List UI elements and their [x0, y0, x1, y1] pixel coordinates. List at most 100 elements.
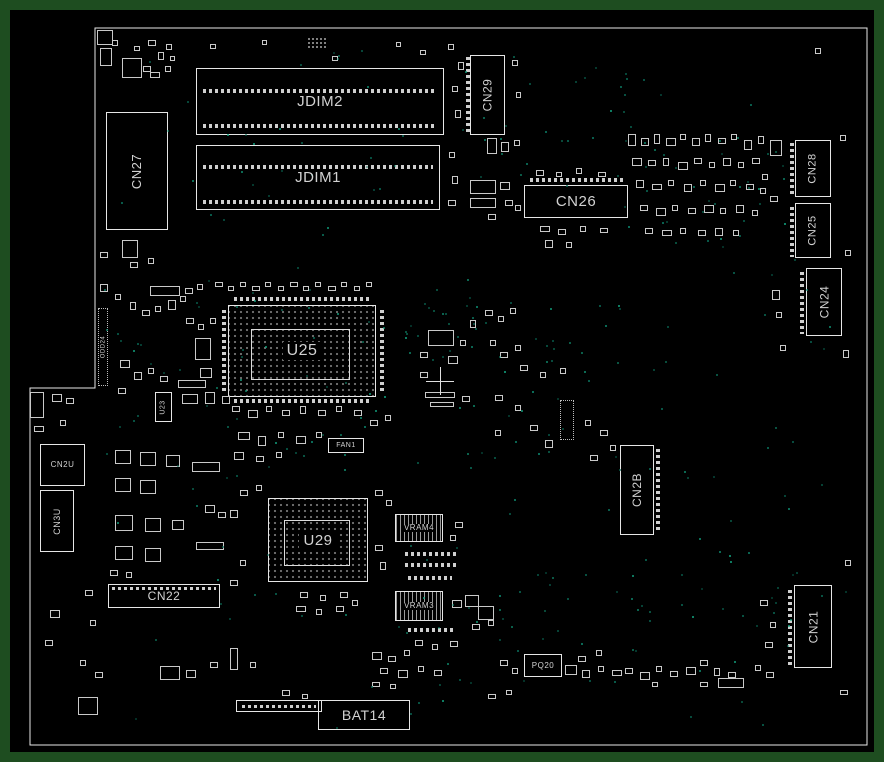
- component-cn26[interactable]: CN26: [524, 185, 628, 218]
- component-cn28[interactable]: CN28: [795, 140, 831, 197]
- small-component: [45, 640, 53, 646]
- test-point: [254, 300, 256, 302]
- component-cn22[interactable]: CN22: [108, 584, 220, 608]
- component-pq20[interactable]: PQ20: [524, 654, 562, 677]
- test-point: [722, 246, 724, 248]
- test-point: [469, 297, 471, 299]
- component-conn-mid[interactable]: [560, 400, 574, 440]
- component-cn3u[interactable]: CN3U: [40, 490, 74, 552]
- component-vram4[interactable]: VRAM4: [395, 514, 443, 542]
- test-point: [433, 310, 435, 312]
- component-cn2u[interactable]: CN2U: [40, 444, 85, 486]
- small-component: [420, 50, 426, 55]
- test-point: [620, 86, 622, 88]
- small-component: [700, 682, 708, 687]
- component-cn25[interactable]: CN25: [795, 203, 831, 258]
- test-point: [619, 308, 621, 310]
- component-cn2b[interactable]: CN2B: [620, 445, 654, 535]
- small-component: [845, 250, 851, 256]
- small-component: [250, 662, 256, 668]
- test-point: [459, 407, 461, 409]
- test-point: [821, 484, 823, 486]
- component-u25[interactable]: U25: [228, 305, 376, 397]
- test-point: [366, 166, 368, 168]
- small-component: [375, 545, 383, 551]
- component-bat14[interactable]: BAT14: [318, 700, 410, 730]
- small-component: [50, 610, 60, 618]
- small-component: [596, 650, 602, 656]
- test-point: [371, 686, 373, 688]
- test-point: [783, 178, 785, 180]
- test-point: [499, 595, 501, 597]
- test-point: [140, 344, 142, 346]
- component-cn21[interactable]: CN21: [794, 585, 832, 668]
- component-jdim1[interactable]: JDIM1: [196, 145, 440, 210]
- small-component: [262, 40, 267, 45]
- test-point: [519, 591, 521, 593]
- small-component: [95, 672, 103, 678]
- test-point: [467, 279, 469, 281]
- test-point: [196, 505, 198, 507]
- component-jdim2[interactable]: JDIM2: [196, 68, 444, 135]
- test-point: [426, 559, 428, 561]
- test-point: [557, 398, 559, 400]
- dimm-pin-row: [203, 88, 437, 93]
- small-component: [776, 312, 782, 318]
- small-component: [736, 205, 744, 213]
- test-point: [767, 153, 769, 155]
- small-component: [512, 60, 518, 66]
- test-point: [436, 289, 438, 291]
- small-component: [354, 410, 362, 416]
- component-odd24[interactable]: ODD24: [98, 308, 108, 386]
- test-point: [743, 220, 745, 222]
- small-component: [185, 288, 193, 294]
- small-component: [375, 490, 383, 496]
- small-component: [282, 690, 290, 696]
- component-label-vram3: VRAM3: [401, 601, 437, 610]
- small-component: [90, 620, 96, 626]
- component-label-cn22: CN22: [147, 589, 181, 603]
- test-point: [252, 292, 254, 294]
- small-component: [240, 560, 246, 566]
- pin-row: [112, 587, 216, 590]
- fiducial-dot: [320, 46, 322, 48]
- small-component: [415, 640, 423, 646]
- small-component: [115, 515, 133, 531]
- test-point: [617, 362, 619, 364]
- small-component: [714, 668, 720, 676]
- component-label-cn25: CN25: [806, 215, 819, 246]
- small-component: [770, 140, 782, 156]
- small-component: [545, 440, 553, 448]
- small-component: [556, 172, 562, 177]
- test-point: [581, 352, 583, 354]
- small-component: [590, 455, 598, 461]
- component-cn24[interactable]: CN24: [806, 268, 842, 336]
- test-point: [187, 101, 189, 103]
- small-component: [585, 420, 591, 426]
- small-component: [448, 44, 454, 50]
- component-fan1[interactable]: FAN1: [328, 438, 364, 453]
- small-component: [566, 242, 572, 248]
- small-component: [380, 562, 386, 570]
- test-point: [708, 200, 710, 202]
- component-cn29[interactable]: CN29: [470, 55, 505, 135]
- small-component: [150, 72, 160, 78]
- component-bat-bar[interactable]: [236, 700, 322, 712]
- small-component: [336, 606, 344, 612]
- test-point: [340, 434, 342, 436]
- component-vram3[interactable]: VRAM3: [395, 591, 443, 621]
- small-component: [772, 290, 780, 300]
- component-u23[interactable]: U23: [155, 392, 172, 422]
- fiducial-dot: [324, 38, 326, 40]
- component-u29[interactable]: U29: [268, 498, 368, 582]
- test-point: [265, 346, 267, 348]
- component-cn27[interactable]: CN27: [106, 112, 168, 230]
- pin-row: [790, 143, 794, 195]
- small-component: [122, 58, 142, 78]
- test-point: [747, 181, 749, 183]
- test-point: [500, 138, 502, 140]
- test-point: [409, 352, 411, 354]
- test-point: [665, 361, 667, 363]
- test-point: [617, 175, 619, 177]
